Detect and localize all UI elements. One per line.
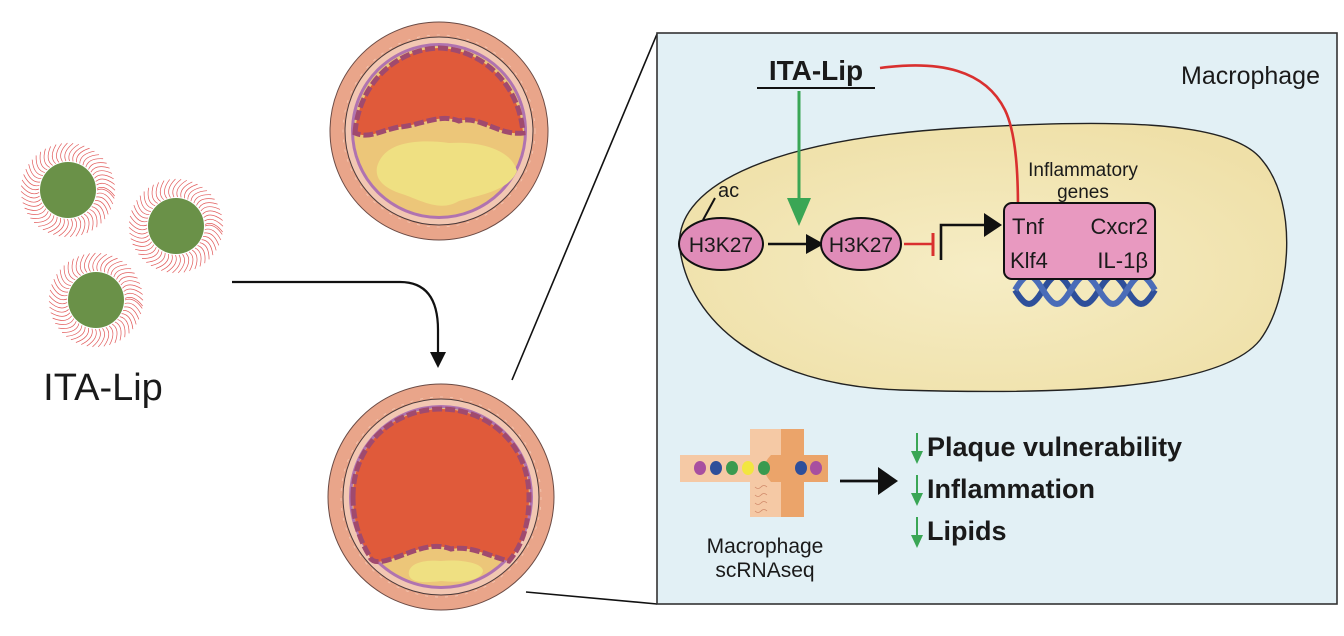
result-arrow-head xyxy=(878,467,898,495)
macrophage-detail-panel: Macrophage ITA-Lip ac H3K27 H3K27 xyxy=(656,32,1338,605)
inflammatory-genes-box xyxy=(1003,202,1156,280)
cell-droplet xyxy=(795,461,807,475)
transcription-arrow-head xyxy=(984,213,1002,237)
gene-cxcr2: Cxcr2 xyxy=(1091,214,1148,239)
histone-acetylated xyxy=(678,217,764,271)
cell-droplet xyxy=(758,461,770,475)
liposome-icon xyxy=(48,252,144,348)
gene-klf4: Klf4 xyxy=(1010,248,1048,273)
cell-droplet xyxy=(742,461,754,475)
outcome-item: Lipids xyxy=(927,516,1007,546)
gene-il1b: IL-1β xyxy=(1097,248,1148,273)
cell-droplet xyxy=(726,461,738,475)
activation-arrow-head xyxy=(787,198,811,226)
genes-title-line1: Inflammatory xyxy=(1028,160,1138,181)
nanoparticle-label: ITA-Lip xyxy=(43,367,163,409)
drug-label: ITA-Lip xyxy=(769,55,863,86)
inhibition-curve xyxy=(879,64,1020,211)
transcription-start-arrow xyxy=(939,223,988,260)
decrease-arrow-head xyxy=(911,451,923,464)
macrophage-cell xyxy=(678,122,1288,393)
acetyl-label: ac xyxy=(718,180,739,202)
method-label-line1: Macrophage xyxy=(707,535,824,558)
histone-deacetylated-label: H3K27 xyxy=(829,234,893,257)
decrease-arrow-head xyxy=(911,493,923,506)
cell-droplet xyxy=(694,461,706,475)
outcome-item: Plaque vulnerability xyxy=(927,432,1182,462)
treatment-arrow xyxy=(232,280,440,358)
gene-tnf: Tnf xyxy=(1012,214,1045,239)
genes-title-line2: genes xyxy=(1057,182,1109,203)
cell-droplet xyxy=(710,461,722,475)
artery-after-treatment xyxy=(327,383,555,611)
treatment-arrow-head xyxy=(430,352,446,368)
acetyl-bond xyxy=(702,197,716,221)
cell-type-label: Macrophage xyxy=(1181,62,1320,90)
artery-before-treatment xyxy=(329,21,549,241)
liposome-icon xyxy=(20,142,116,238)
zoom-line-bottom xyxy=(525,591,658,605)
nanoparticle-group xyxy=(20,142,224,348)
histone-acetylated-label: H3K27 xyxy=(689,234,753,257)
deacetylation-arrow-head xyxy=(806,234,824,254)
cell-droplet xyxy=(810,461,822,475)
histone-deacetylated xyxy=(820,217,902,271)
zoom-line-top xyxy=(511,33,658,381)
decrease-arrow-head xyxy=(911,535,923,548)
method-label-line2: scRNAseq xyxy=(715,559,814,582)
liposome-icon xyxy=(128,178,224,274)
microfluidic-chip-icon xyxy=(680,429,828,517)
outcome-item: Inflammation xyxy=(927,474,1095,504)
